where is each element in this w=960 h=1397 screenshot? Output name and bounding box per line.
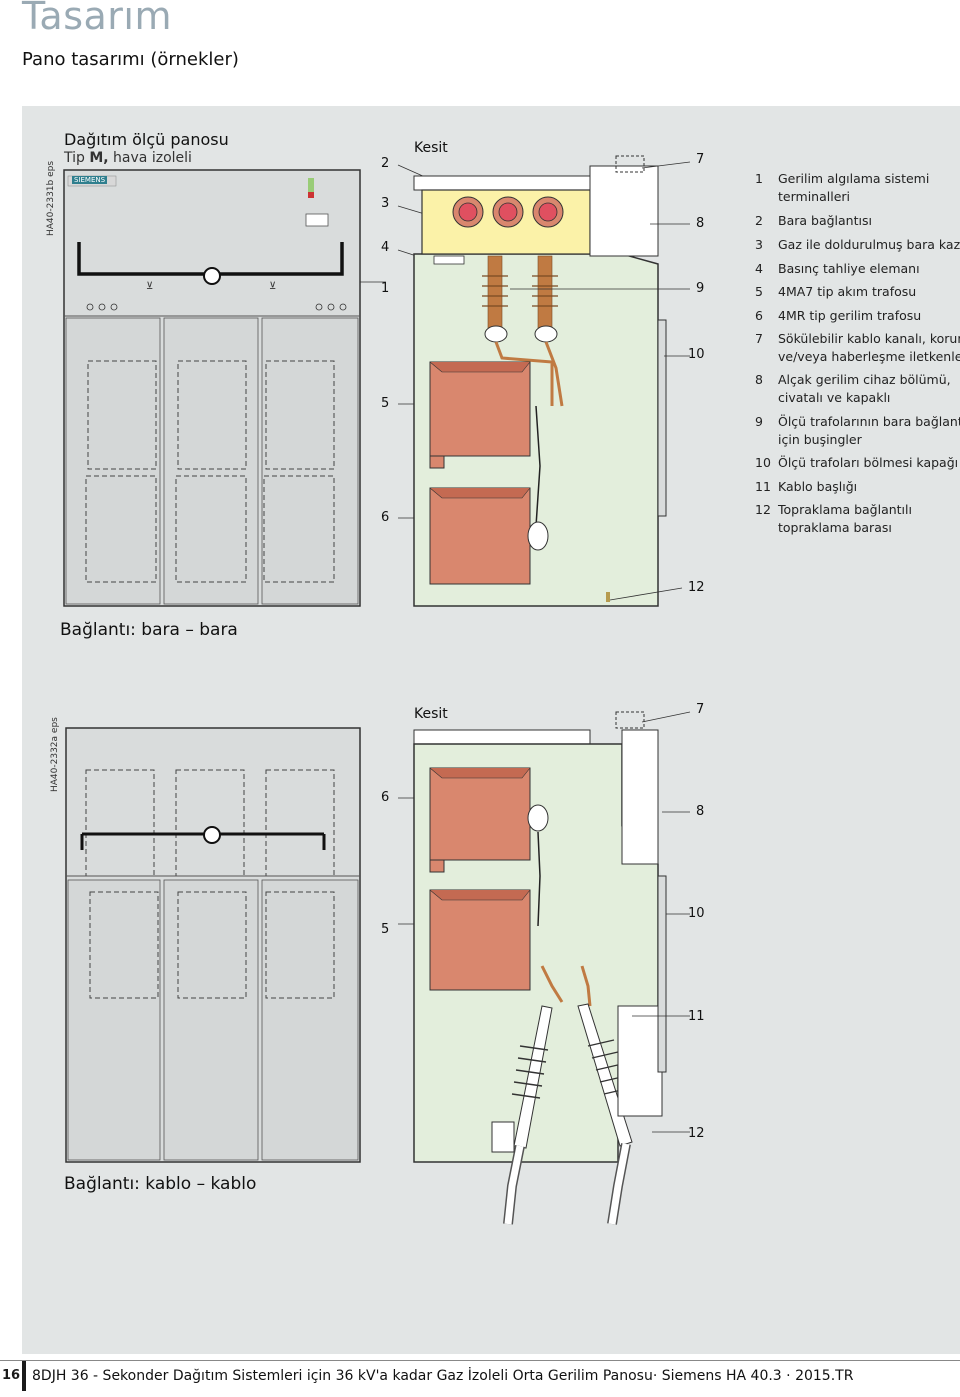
front-view-1: ⊻ ⊻: [63, 169, 361, 607]
footer-text: 8DJH 36 - Sekonder Dağıtım Sistemleri iç…: [32, 1368, 854, 1384]
callout-7: 7: [696, 152, 705, 167]
callout-9: 9: [696, 281, 705, 296]
footer-divider: [0, 1360, 960, 1361]
section-view-2: [413, 711, 667, 1225]
callout-2: 2: [381, 156, 390, 171]
svg-text:⊻: ⊻: [146, 281, 153, 292]
front-view-2: [65, 727, 361, 1163]
diagram1-title: Dağıtım ölçü panosu: [64, 130, 229, 149]
callout-8: 8: [696, 216, 705, 231]
callout-3: 3: [381, 196, 390, 211]
diagram2-file-label: HA40-2332a eps: [50, 717, 60, 792]
page-subtitle: Pano tasarımı (örnekler): [22, 49, 239, 70]
diagram2-section-label: Kesit: [414, 706, 448, 722]
callout-5b: 5: [381, 922, 390, 937]
diagram2-caption: Bağlantı: kablo – kablo: [64, 1174, 257, 1194]
callout-6: 6: [381, 510, 390, 525]
callout-12: 12: [688, 580, 705, 595]
figure-panel: Dağıtım ölçü panosu Tip M, hava izoleli …: [22, 106, 960, 1354]
callout-8b: 8: [696, 804, 705, 819]
page-number: 16: [0, 1361, 22, 1391]
callout-7b: 7: [696, 702, 705, 717]
technical-drawings: ⊻ ⊻: [63, 155, 691, 1225]
diagram1-type: Tip M, hava izoleli: [64, 150, 192, 166]
diagram1-caption: Bağlantı: bara – bara: [60, 620, 238, 640]
callout-10: 10: [688, 347, 705, 362]
brand-logo: SIEMENS: [72, 176, 108, 184]
section-view-1: [413, 155, 667, 607]
svg-text:⊻: ⊻: [269, 281, 276, 292]
callout-5: 5: [381, 396, 390, 411]
footer-bar: [22, 1361, 26, 1391]
diagram1-section-label: Kesit: [414, 140, 448, 156]
page-title: Tasarım: [22, 0, 172, 38]
callout-11b: 11: [688, 1009, 705, 1024]
callout-10b: 10: [688, 906, 705, 921]
callout-12b: 12: [688, 1126, 705, 1141]
callout-6b: 6: [381, 790, 390, 805]
callout-1: 1: [381, 281, 390, 296]
callout-4: 4: [381, 240, 390, 255]
